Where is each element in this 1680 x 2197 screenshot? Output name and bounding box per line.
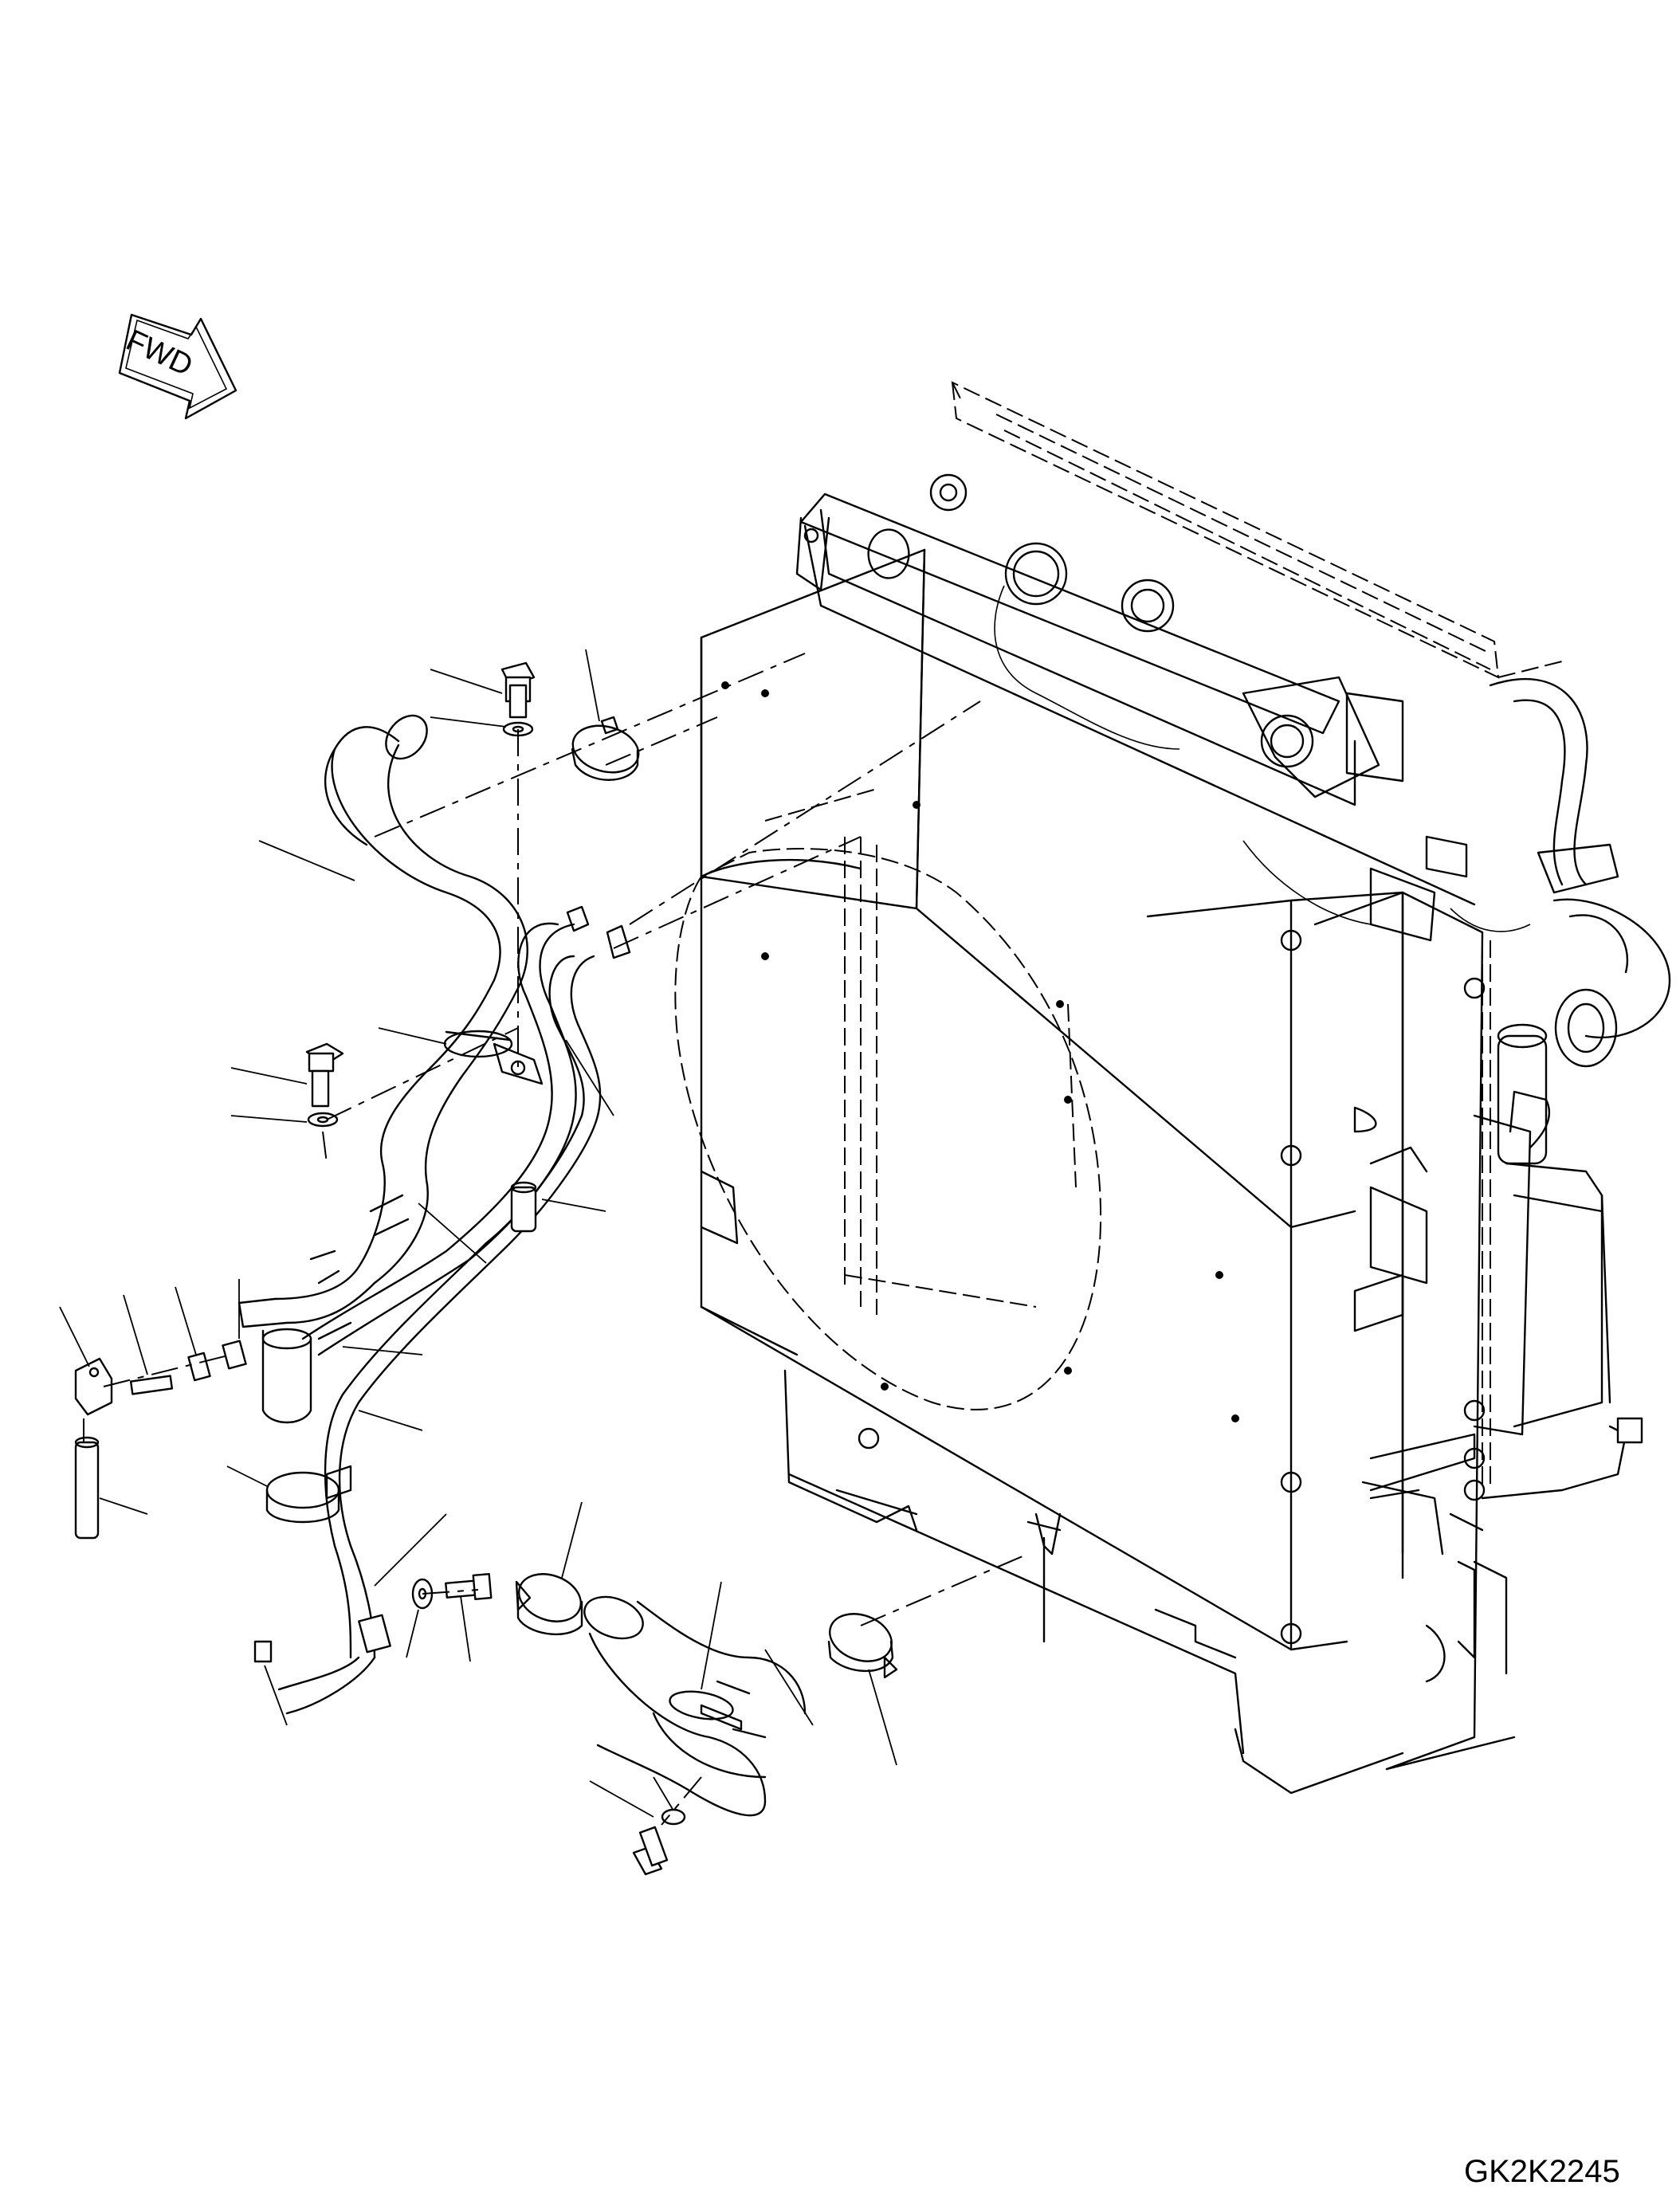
radiator-assembly — [674, 381, 1671, 1795]
lower-radiator-hose — [583, 1595, 807, 1817]
upper-radiator-hose — [237, 714, 528, 1328]
lower-hose-left — [261, 1328, 352, 1524]
fwd-arrow-icon: FWD — [118, 313, 237, 420]
bolt-bottom — [632, 1808, 686, 1876]
bolt-middle — [305, 1042, 344, 1128]
assembly-lines — [83, 653, 1029, 1826]
bolt-top — [500, 661, 536, 737]
bolts-washers — [253, 661, 686, 1876]
leader-lines — [59, 649, 897, 1818]
bolt-lower — [411, 1572, 493, 1610]
hose-clamps — [515, 716, 898, 1679]
drawing-code: GK2K2245 — [1464, 2154, 1620, 2189]
nut-fitting — [253, 1640, 273, 1663]
fittings — [74, 1181, 537, 1540]
